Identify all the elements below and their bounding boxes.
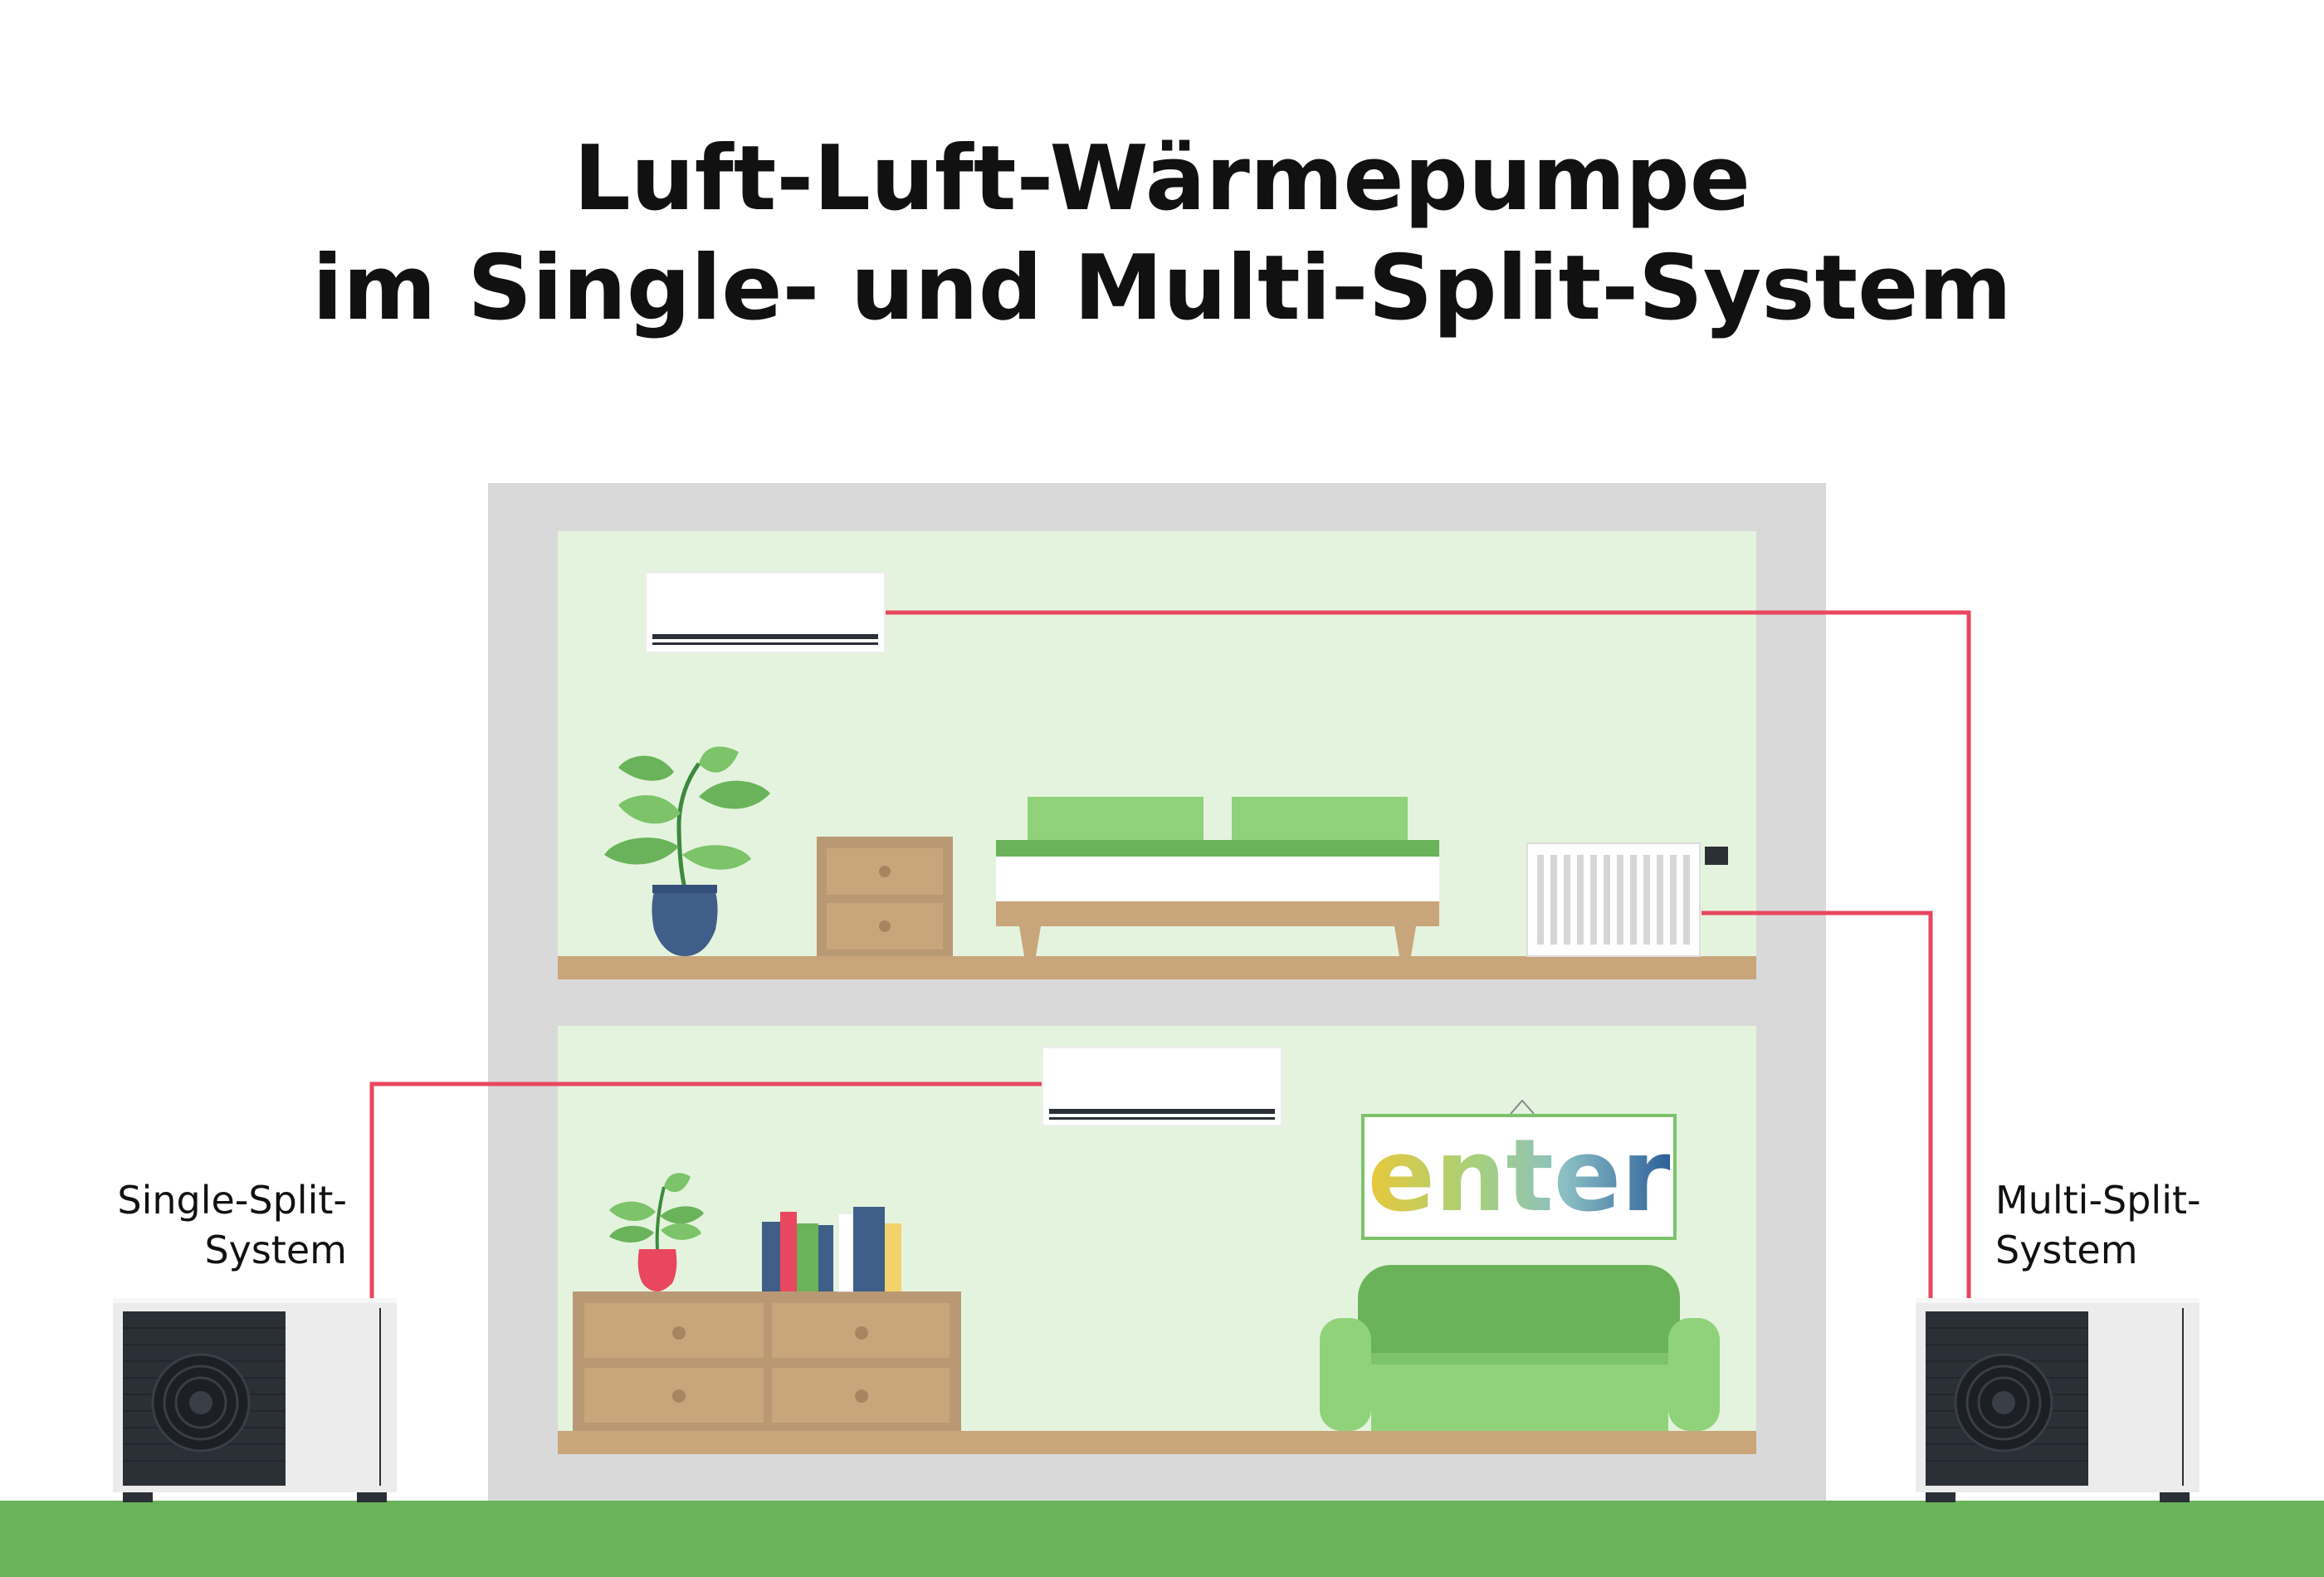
refrigerant-pipes xyxy=(369,610,1971,1303)
multi-split-label-line-1: Multi-Split- xyxy=(1995,1178,2201,1223)
plant-icon xyxy=(604,746,770,956)
radiator-icon xyxy=(1526,842,1728,957)
diagram-title: Luft-Luft-Wärmepumpe im Single- und Mult… xyxy=(0,124,2324,344)
title-line-2: im Single- und Multi-Split-System xyxy=(312,237,2012,340)
lower-floor xyxy=(558,1431,1756,1454)
pipe-upper-ac-to-multi xyxy=(885,610,1971,1303)
nightstand-icon xyxy=(817,837,953,956)
ground xyxy=(0,1501,2324,1577)
sign-logo-text: enter xyxy=(1368,1119,1671,1234)
single-split-label-line-2: System xyxy=(204,1228,347,1272)
outdoor-heatpump-icon xyxy=(1916,1298,2200,1502)
plant-icon xyxy=(609,1173,704,1291)
single-split-label-line-1: Single-Split- xyxy=(117,1178,347,1223)
sofa-icon xyxy=(1320,1265,1720,1431)
indoor-ac-unit-icon xyxy=(645,572,886,653)
multi-split-label-line-2: System xyxy=(1995,1228,2138,1272)
dresser-icon xyxy=(573,1291,961,1431)
books-icon xyxy=(762,1207,901,1292)
indoor-ac-unit-icon xyxy=(1042,1047,1282,1126)
title-line-1: Luft-Luft-Wärmepumpe xyxy=(574,127,1750,231)
bed-icon xyxy=(996,797,1439,956)
outdoor-heatpump-icon xyxy=(113,1298,397,1502)
picture-frame-icon: enter xyxy=(1361,1099,1677,1240)
pipe-radiator-to-multi xyxy=(1702,911,1933,1303)
upper-floor xyxy=(558,956,1756,979)
pipe-lower-ac-to-single xyxy=(369,1081,1042,1303)
